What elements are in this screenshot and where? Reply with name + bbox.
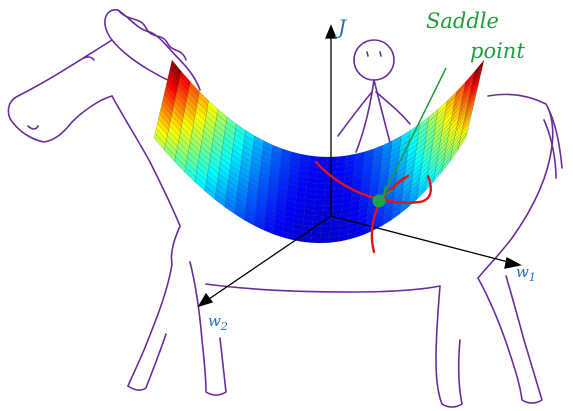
surface-cell: [315, 188, 326, 195]
surface-cell: [326, 161, 337, 169]
surface-cell: [323, 194, 334, 201]
surface-cell: [319, 237, 330, 244]
depth-axis: [205, 215, 332, 302]
saddle-surface: [153, 59, 485, 244]
rider-arms: [337, 91, 411, 137]
horse-front-leg-right: [189, 261, 227, 396]
surface-cell: [312, 215, 323, 222]
horse-ear-scribble: [117, 9, 187, 61]
surface-cell: [313, 210, 324, 217]
horizontal-axis-label: w1: [516, 263, 536, 284]
horizontal-axis: [330, 215, 513, 264]
surface-cell: [324, 183, 335, 190]
horse-neck: [111, 95, 181, 227]
surface-cell: [314, 194, 325, 201]
horizontal-axis-arrowhead: [504, 257, 522, 269]
horse-tail: [543, 107, 563, 179]
axes: [197, 24, 522, 308]
horse-front-leg-left: [127, 333, 167, 391]
rider-head: [353, 39, 395, 81]
surface-cell: [316, 172, 327, 179]
descending-curve: [314, 160, 432, 204]
surface-cell: [316, 177, 327, 185]
rider-body: [355, 79, 393, 153]
surface-cell: [313, 204, 324, 212]
vertical-axis-arrowhead: [325, 24, 337, 39]
surface-cell: [328, 235, 339, 243]
horse-sketch: [7, 9, 563, 408]
annotation-pointer-tip: [382, 185, 394, 197]
surface-cell: [323, 199, 334, 206]
surface-cell: [320, 231, 331, 238]
saddle-label: Saddle: [426, 9, 499, 33]
tick-mark: [394, 176, 406, 186]
saddle-point-marker: [372, 194, 386, 208]
surface-cell: [457, 132, 468, 151]
surface-cell: [314, 199, 325, 206]
depth-axis-label: w2: [208, 312, 228, 333]
surface-cell: [318, 156, 329, 163]
depth-axis-arrowhead: [197, 292, 214, 308]
surface-cell: [320, 226, 331, 233]
surface-cell: [311, 231, 322, 238]
vertical-axis-label: J: [334, 15, 347, 39]
surface-cell: [327, 156, 338, 163]
horse-back: [487, 93, 554, 147]
surface-cell: [324, 188, 335, 195]
rider-face: [366, 51, 382, 57]
surface-cell: [310, 237, 321, 244]
annotation-pointer: [382, 67, 447, 197]
horse-rear-leg-left: [435, 285, 463, 408]
horse-chest: [127, 225, 181, 387]
horse-head: [104, 9, 201, 93]
point-label: point: [470, 39, 525, 63]
horse-rump: [477, 145, 553, 279]
axis-labels: J w1 w2: [208, 15, 536, 333]
horse-nostril: [27, 125, 39, 130]
saddle-point-annotation: Saddle point: [372, 9, 525, 208]
surface-cell: [301, 235, 312, 243]
horse-eye: [83, 56, 95, 61]
surface-cell: [315, 183, 326, 190]
horse-belly: [205, 283, 441, 293]
horse-face: [7, 39, 113, 143]
horse-rear-leg-right: [477, 275, 543, 404]
